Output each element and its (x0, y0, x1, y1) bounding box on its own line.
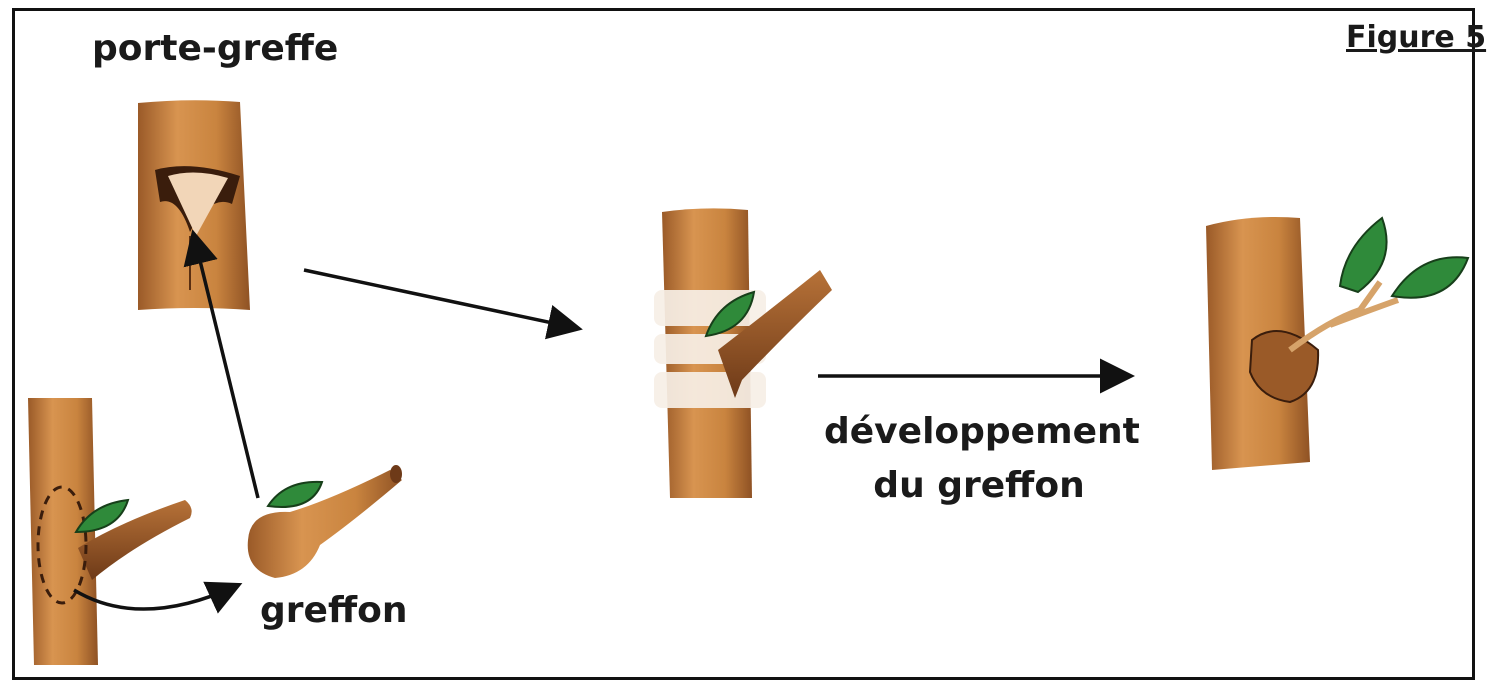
grafted-tree (654, 208, 832, 498)
arrow-source-to-scion (73, 581, 243, 614)
label-developpement-line2: du greffon (873, 465, 1085, 506)
scion (247, 465, 402, 578)
developed-graft (1206, 216, 1470, 470)
arrow-rootstock-to-grafted (303, 268, 583, 340)
label-greffon: greffon (260, 590, 408, 631)
rootstock-bark-piece (138, 100, 250, 310)
source-tree (28, 398, 192, 665)
label-developpement-line1: développement (824, 411, 1140, 452)
label-developpement: développement du greffon (824, 405, 1140, 513)
label-porte-greffe: porte-greffe (92, 28, 339, 69)
label-figure-number: Figure 5 (1346, 20, 1487, 55)
arrow-scion-to-rootstock (183, 229, 260, 499)
